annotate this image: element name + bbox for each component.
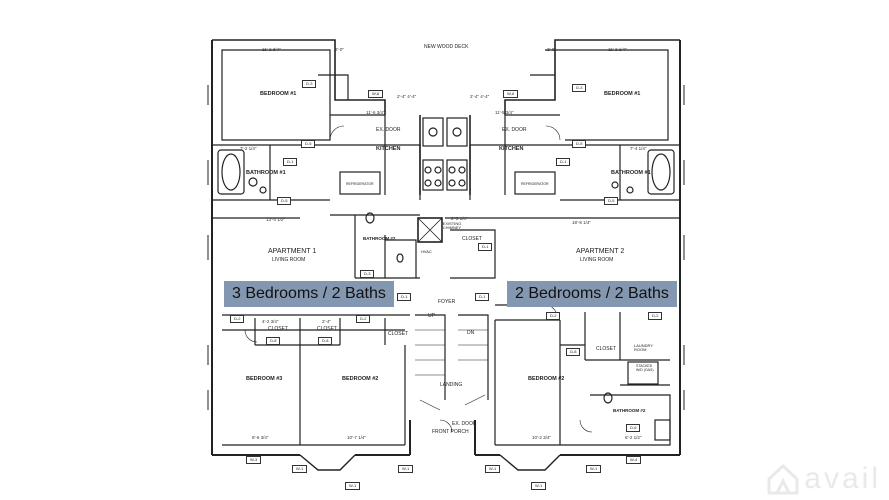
label-closet-left-c: CLOSET [388, 331, 409, 337]
banner-apartment-2: 2 Bedrooms / 2 Baths [507, 281, 677, 307]
tag-w1-right-c: W-1 [531, 482, 547, 490]
label-landing: LANDING [440, 382, 463, 388]
label-closet-left-b: CLOSET [317, 326, 338, 332]
tag-d6-right: D-6 [626, 424, 641, 432]
dim-living-right: 18'-8 1/4" [572, 220, 591, 225]
tag-d1-left: D-1 [283, 158, 298, 166]
tag-w1-left-c: W-1 [345, 482, 361, 490]
label-closet-chimney: CLOSET [462, 236, 483, 242]
label-closet-left-a: CLOSET [268, 326, 289, 332]
label-living-room-left: LIVING ROOM [272, 257, 306, 263]
tag-d3-left: D-3 [302, 80, 317, 88]
tag-w1-left-a: W-1 [292, 465, 308, 473]
dim-bed2-left-bottom: 10'-7 1/4" [347, 435, 366, 440]
tag-d5-right-b: D-5 [604, 197, 619, 205]
label-stair-up: UP [428, 313, 435, 319]
tag-w3-left: W-3 [246, 456, 262, 464]
dim-closet-left-b: 2'-4" [322, 319, 331, 324]
tag-d8-right: D-8 [566, 348, 581, 356]
banner-apartment-1: 3 Bedrooms / 2 Baths [224, 281, 394, 307]
label-refrigerator-right: REFRIGERATOR [521, 182, 549, 186]
label-existing-chimney: EXISTING CHIMNEY [442, 221, 462, 230]
label-refrigerator-left: REFRIGERATOR [346, 182, 374, 186]
label-bedroom1-left: BEDROOM #1 [260, 91, 297, 97]
tag-d5-right: D-5 [572, 140, 587, 148]
tag-d3-hall: D-3 [360, 270, 375, 278]
dim-deck-right: 2'-4" 4'-4" [470, 94, 490, 99]
dim-top-right: 11'-2 1/4" [608, 47, 627, 52]
label-bedroom1-right: BEDROOM #1 [604, 91, 641, 97]
label-new-wood-deck: NEW WOOD DECK [424, 44, 469, 50]
label-ex-door-left: EX. DOOR [376, 127, 401, 133]
label-kitchen-left: KITCHEN [376, 146, 401, 152]
label-foyer: FOYER [438, 299, 456, 305]
dim-living-left: 13'-4 1/2" [266, 217, 285, 222]
label-laundry-room: LAUNDRY ROOM [634, 343, 653, 352]
avail-logo: avail [766, 462, 881, 496]
dim-top-left-small: 2'-0" [335, 47, 344, 52]
tag-w1-right-b: W-1 [586, 465, 602, 473]
tag-w6-left: W-6 [368, 90, 384, 98]
label-living-room-right: LIVING ROOM [580, 257, 614, 263]
dim-bath-left: 7'-2 1/4" [240, 146, 257, 151]
label-bathroom2-left: BATHROOM #2 [363, 236, 396, 241]
tag-d1-chimney: D-1 [478, 243, 493, 251]
label-hvac: HVAC [421, 249, 432, 254]
tag-d2-right: D-2 [546, 312, 561, 320]
tag-w1-right-a: W-1 [485, 465, 501, 473]
dim-bath2-right-bottom: 6'-2 1/2" [625, 435, 642, 440]
label-stair-dn: DN [467, 330, 475, 336]
dim-kitchen-left: 11'-6 3/4" [366, 110, 385, 115]
tag-w6-right: W-6 [503, 90, 519, 98]
label-bathroom1-right: BATHROOM #1 [611, 170, 651, 176]
tag-d2-left: D-2 [230, 315, 245, 323]
dim-top-left: 11'-2 3/4" [262, 47, 281, 52]
label-bedroom2-left: BEDROOM #2 [342, 376, 379, 382]
tag-d8-left-a: D-8 [266, 337, 281, 345]
dim-bed2-right-bottom: 10'-2 3/4" [532, 435, 551, 440]
tag-d2-right-b: D-2 [648, 312, 663, 320]
label-kitchen-right: KITCHEN [499, 146, 524, 152]
label-stacked-wd: STACKED W/D (GAS) [636, 364, 654, 372]
label-bathroom1-left: BATHROOM #1 [246, 170, 286, 176]
tag-w1-left-b: W-1 [398, 465, 414, 473]
dim-top-right-small: 2'-0" [547, 47, 556, 52]
tag-d3-right: D-3 [572, 84, 587, 92]
label-ex-door-bottom: EX. DOOR [452, 421, 477, 427]
dim-closet-left-a: 4'-2 3/4" [262, 319, 279, 324]
tag-d5-left-b: D-5 [277, 197, 292, 205]
dim-chimney-width: 2'-5 1/4" [451, 216, 468, 221]
label-front-porch: FRONT PORCH [432, 429, 469, 435]
label-closet-right: CLOSET [596, 346, 617, 352]
label-bathroom2-right: BATHROOM #2 [613, 408, 646, 413]
label-apartment-1: APARTMENT 1 [268, 248, 317, 255]
tag-d8-left-b: D-8 [318, 337, 333, 345]
tag-d1-foyer-right: D-1 [475, 293, 490, 301]
tag-d2-mid: D-2 [356, 315, 371, 323]
label-bedroom3: BEDROOM #3 [246, 376, 283, 382]
label-ex-door-right: EX. DOOR [502, 127, 527, 133]
house-icon [767, 464, 799, 495]
tag-d1-foyer-left: D-1 [397, 293, 412, 301]
label-apartment-2: APARTMENT 2 [576, 248, 625, 255]
label-bedroom2-right: BEDROOM #2 [528, 376, 565, 382]
avail-logo-text: avail [804, 462, 881, 495]
dim-kitchen-right: 11'-5 3/4" [495, 110, 514, 115]
dim-deck-left: 2'-4" 4'-4" [397, 94, 417, 99]
tag-d1-right: D-1 [556, 158, 571, 166]
tag-d5-left: D-5 [301, 140, 316, 148]
dim-bed3-bottom: 8'-6 3/4" [252, 435, 269, 440]
dim-bath-right: 7'-4 1/4" [630, 146, 647, 151]
tag-w4-right: W-4 [626, 456, 642, 464]
